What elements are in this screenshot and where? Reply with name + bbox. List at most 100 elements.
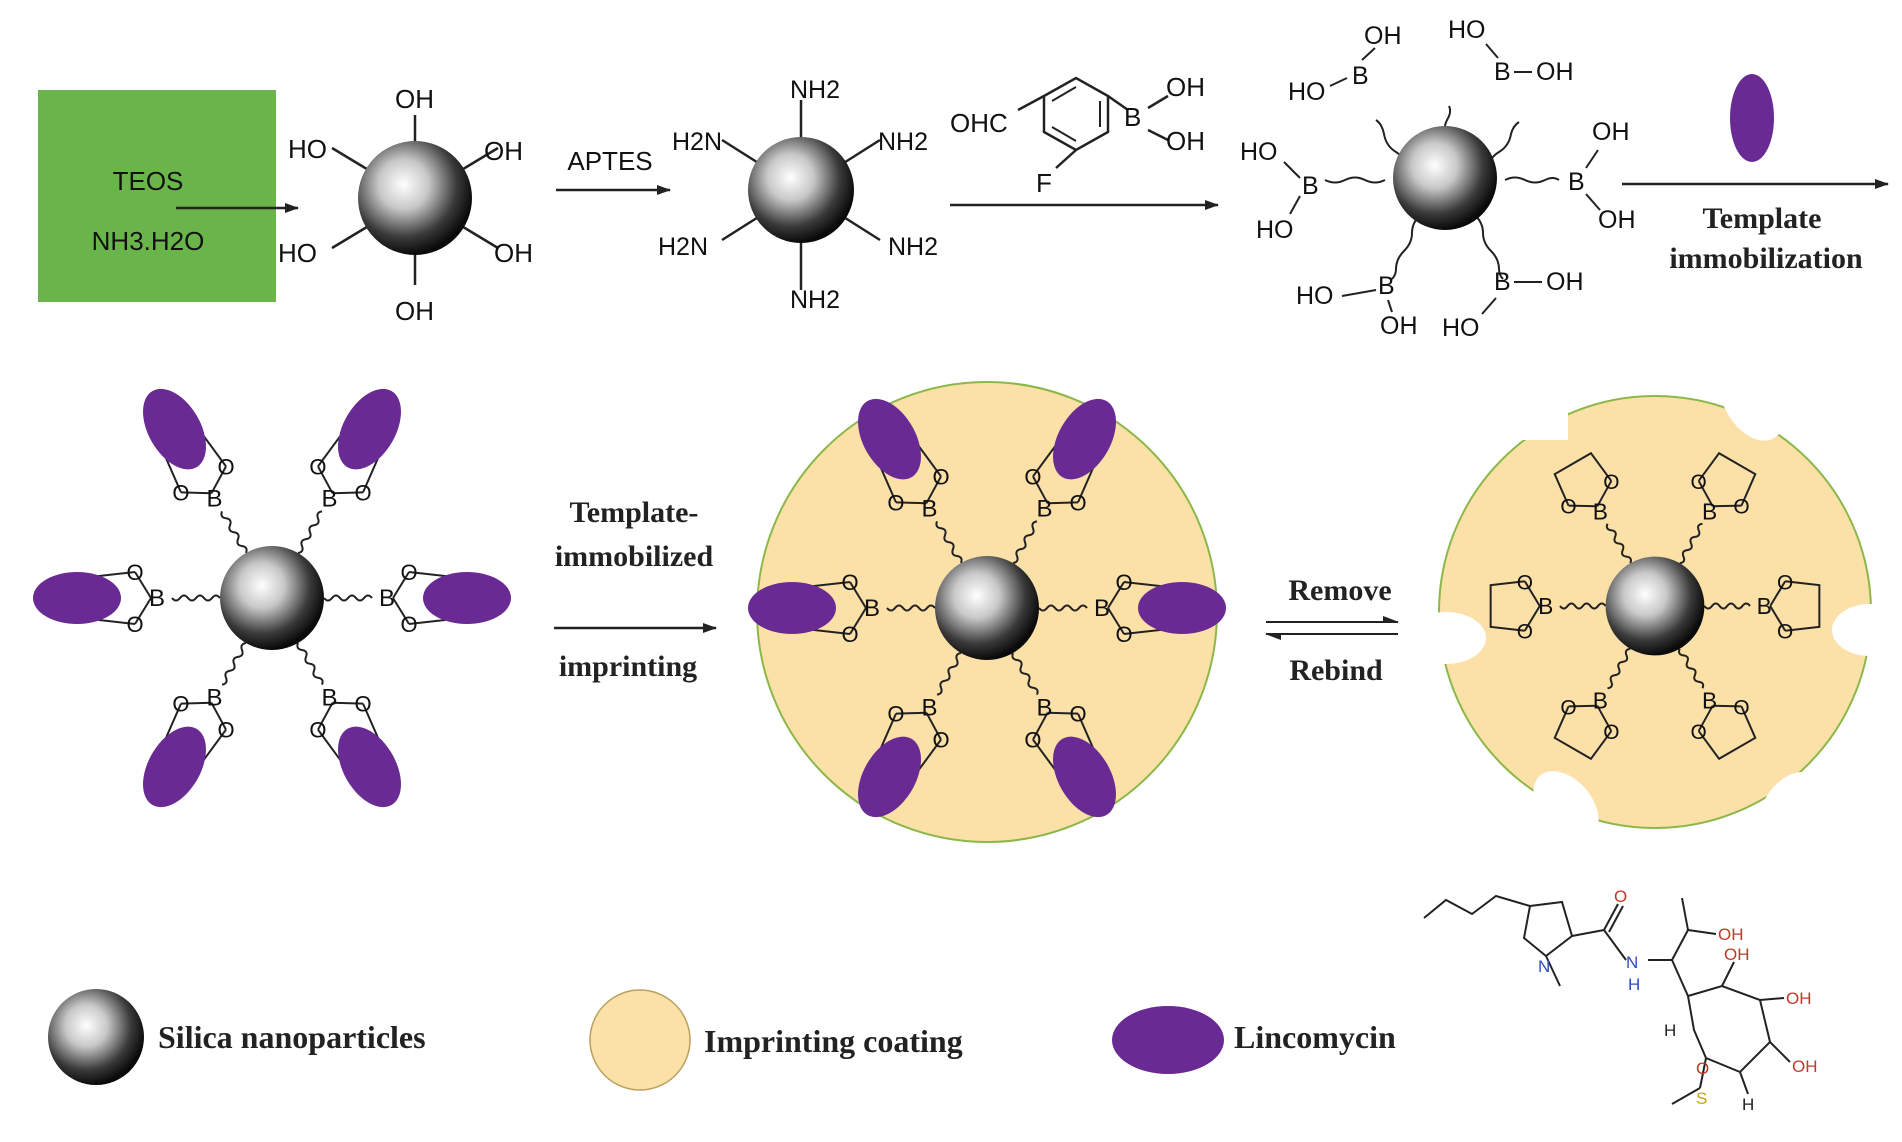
ester-oxygen: O bbox=[217, 454, 234, 479]
template-immobilization-line2: immobilization bbox=[1669, 242, 1863, 275]
svg-text:OH: OH bbox=[1592, 118, 1630, 146]
struct-oh-3: OH bbox=[1786, 989, 1812, 1008]
struct-amide-n: N bbox=[1626, 953, 1638, 972]
template-immobilization-line1: Template bbox=[1703, 202, 1822, 235]
silica-core bbox=[935, 556, 1039, 660]
ester-boron: B bbox=[921, 695, 937, 722]
lincomycin-template bbox=[33, 572, 121, 624]
imprint-label-line3: imprinting bbox=[559, 650, 697, 683]
ester-boron: B bbox=[149, 585, 165, 612]
ester-boron: B bbox=[379, 585, 395, 612]
boronic-acid-sphere: B OH HO B HO OH B HO HO B OH OH B HO OH … bbox=[1240, 16, 1636, 342]
ester-oxygen: O bbox=[1560, 696, 1576, 719]
legend-coating-icon bbox=[589, 989, 691, 1091]
nh2-top: NH2 bbox=[790, 76, 840, 104]
ester-oxygen: O bbox=[126, 560, 143, 585]
ester-oxygen: O bbox=[1603, 471, 1619, 494]
ester-oxygen: O bbox=[1069, 490, 1086, 515]
ester-boron: B bbox=[1538, 593, 1553, 619]
ester-oxygen: O bbox=[1115, 622, 1132, 647]
ester-oxygen: O bbox=[1603, 721, 1619, 744]
ester-oxygen: O bbox=[354, 692, 371, 717]
h2n-left: H2N bbox=[672, 128, 722, 156]
lincomycin-template bbox=[338, 726, 401, 808]
svg-text:OH: OH bbox=[1536, 58, 1574, 86]
struct-ring-o: O bbox=[1696, 1059, 1709, 1078]
legend-lincomycin-icon bbox=[1112, 1006, 1224, 1074]
lincomycin-template-icon bbox=[1730, 74, 1774, 162]
ester-oxygen: O bbox=[309, 454, 326, 479]
lincomycin-template bbox=[143, 726, 206, 808]
ho-lower-left: HO bbox=[278, 238, 317, 268]
h2n-lower-left: H2N bbox=[658, 233, 708, 261]
svg-text:OH: OH bbox=[1364, 22, 1402, 50]
teos-label: TEOS bbox=[113, 166, 184, 196]
legend-silica-label: Silica nanoparticles bbox=[158, 1019, 426, 1055]
nh2-right: NH2 bbox=[878, 128, 928, 156]
ohc-label: OHC bbox=[950, 108, 1008, 138]
ester-oxygen: O bbox=[172, 692, 189, 717]
svg-text:B: B bbox=[1302, 172, 1319, 200]
amine-sphere: NH2 H2N NH2 H2N NH2 NH2 bbox=[658, 76, 938, 314]
svg-text:OH: OH bbox=[1546, 268, 1584, 296]
legend-silica-icon bbox=[48, 989, 144, 1085]
ester-oxygen: O bbox=[354, 480, 371, 505]
struct-oh-1: OH bbox=[1718, 925, 1744, 944]
ester-oxygen: O bbox=[400, 612, 417, 637]
ester-oxygen: O bbox=[1517, 621, 1533, 644]
silica-core bbox=[220, 546, 324, 650]
oh-lower-right: OH bbox=[494, 238, 533, 268]
ester-boron: B bbox=[864, 595, 880, 622]
oh-top: OH bbox=[395, 84, 434, 114]
ester-oxygen: O bbox=[932, 464, 949, 489]
ester-oxygen: O bbox=[1777, 571, 1793, 594]
teos-reagent-box bbox=[38, 90, 276, 302]
svg-text:HO: HO bbox=[1288, 78, 1326, 106]
ester-boron: B bbox=[1593, 688, 1608, 714]
struct-oh-4: OH bbox=[1792, 1057, 1818, 1076]
lincomycin-template bbox=[338, 388, 401, 470]
svg-text:B: B bbox=[1494, 58, 1511, 86]
nh2-lower-right: NH2 bbox=[888, 233, 938, 261]
struct-carbonyl-o: O bbox=[1614, 887, 1627, 906]
silica-sphere-2 bbox=[748, 137, 854, 243]
lincomycin-template bbox=[1053, 736, 1116, 818]
oh-right: OH bbox=[484, 136, 523, 166]
rebind-label: Rebind bbox=[1289, 654, 1383, 687]
ester-boron: B bbox=[321, 485, 337, 512]
ester-oxygen: O bbox=[1115, 570, 1132, 595]
struct-oh-2: OH bbox=[1724, 945, 1750, 964]
svg-text:OH: OH bbox=[1598, 206, 1636, 234]
ester-boron: B bbox=[921, 495, 937, 522]
svg-text:B: B bbox=[1568, 168, 1585, 196]
ester-oxygen: O bbox=[1024, 464, 1041, 489]
ester-oxygen: O bbox=[1024, 728, 1041, 753]
ester-boron: B bbox=[1094, 595, 1110, 622]
svg-text:HO: HO bbox=[1256, 216, 1294, 244]
oh-bottom: OH bbox=[395, 296, 434, 326]
ester-boron: B bbox=[1702, 498, 1717, 524]
hydroxyl-sphere: OH HO OH HO OH OH bbox=[278, 84, 533, 326]
svg-text:HO: HO bbox=[1442, 314, 1480, 342]
fluoro-label: F bbox=[1036, 168, 1052, 198]
fpba-boron: B bbox=[1124, 102, 1141, 132]
fpba-oh-top: OH bbox=[1166, 72, 1205, 102]
struct-h-1: H bbox=[1664, 1021, 1676, 1040]
ester-oxygen: O bbox=[172, 480, 189, 505]
cavity-set bbox=[1406, 335, 1902, 845]
lincomycin-template bbox=[858, 736, 921, 818]
ester-oxygen: O bbox=[1517, 571, 1533, 594]
ho-left: HO bbox=[288, 134, 327, 164]
lincomycin-template bbox=[423, 572, 511, 624]
ester-oxygen: O bbox=[1069, 702, 1086, 727]
legend-lincomycin-label: Lincomycin bbox=[1234, 1019, 1396, 1055]
svg-text:B: B bbox=[1494, 268, 1511, 296]
ester-oxygen: O bbox=[1733, 496, 1749, 519]
struct-h-2: H bbox=[1742, 1095, 1754, 1114]
silica-sphere-3 bbox=[1393, 126, 1497, 230]
ester-boron: B bbox=[206, 485, 222, 512]
aptes-label: APTES bbox=[567, 146, 652, 176]
ester-oxygen: O bbox=[1560, 496, 1576, 519]
